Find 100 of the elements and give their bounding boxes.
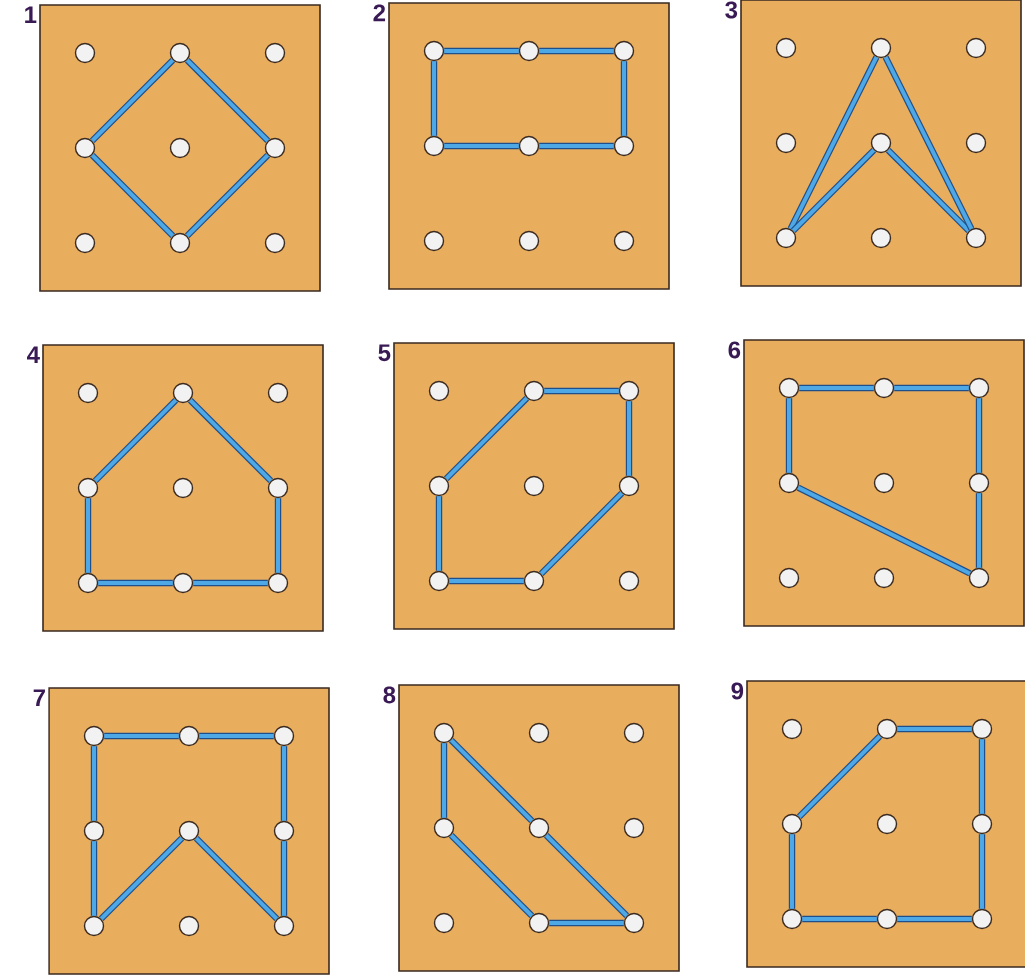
panel-number: 6 [728,341,741,359]
rubber-band [544,387,619,395]
rubber-band [104,732,179,740]
peg [623,912,645,934]
rubber-band [443,395,530,482]
peg [83,725,105,747]
peg [618,570,640,592]
rubber-band [440,743,448,818]
peg [873,377,895,399]
peg [523,380,545,402]
peg [74,42,96,64]
peg [267,382,289,404]
panel-number: 9 [731,682,744,700]
rubber-band [98,835,185,922]
peg [178,915,200,937]
peg [870,132,892,154]
peg [264,137,286,159]
rubber-band [199,732,274,740]
rubber-band [448,832,535,919]
peg [423,40,445,62]
peg [518,135,540,157]
peg [873,567,895,589]
peg [172,382,194,404]
peg [971,813,993,835]
peg [781,813,803,835]
rubber-band [92,397,179,484]
rubber-band [193,835,280,922]
rubber-band [799,384,874,392]
peg [778,472,800,494]
peg [169,42,191,64]
peg [518,230,540,252]
peg [781,718,803,740]
rubber-band [538,490,625,577]
peg [169,137,191,159]
peg [870,227,892,249]
peg [870,37,892,59]
peg [423,230,445,252]
peg [433,722,455,744]
panel-number: 8 [383,686,396,704]
rubber-band [98,579,173,587]
rubber-band [975,398,983,473]
peg [169,232,191,254]
rubber-band [885,147,972,234]
peg [273,725,295,747]
rubber-band [802,915,877,923]
peg [623,722,645,744]
peg [172,477,194,499]
peg [968,567,990,589]
panel-number: 3 [725,1,738,19]
geoboard [27,344,324,632]
rubber-band [193,579,268,587]
peg [273,915,295,937]
peg [433,912,455,934]
rubber-band [274,498,282,573]
peg [178,725,200,747]
peg [613,40,635,62]
peg [83,915,105,937]
rubber-band [444,142,519,150]
peg [778,567,800,589]
peg [273,820,295,842]
peg [528,817,550,839]
rubber-band [543,832,630,919]
rubber-band [444,47,519,55]
rubber-band [625,401,633,476]
panel-number: 2 [373,4,386,22]
rubber-band [790,147,877,234]
rubber-band [280,841,288,916]
peg [83,820,105,842]
peg [876,718,898,740]
rubber-band [184,152,271,239]
peg [267,572,289,594]
peg [178,820,200,842]
peg [965,37,987,59]
peg [523,475,545,497]
geoboard [373,2,670,290]
peg [876,908,898,930]
rubber-band [187,397,274,484]
peg [77,477,99,499]
peg [971,908,993,930]
rubber-band [785,398,793,473]
peg [618,475,640,497]
geoboard [378,342,675,630]
rubber-band [435,496,443,571]
peg [778,377,800,399]
rubber-band [89,152,176,239]
peg [264,232,286,254]
peg [77,382,99,404]
rubber-band [978,739,986,814]
peg [172,572,194,594]
rubber-band [184,57,271,144]
panel-number: 1 [25,6,37,23]
rubber-band [430,61,438,136]
rubber-band [90,841,98,916]
peg [781,908,803,930]
geoboard [731,680,1025,968]
rubber-band [882,55,975,231]
peg [523,570,545,592]
rubber-band [975,493,983,568]
peg [74,137,96,159]
peg [971,718,993,740]
